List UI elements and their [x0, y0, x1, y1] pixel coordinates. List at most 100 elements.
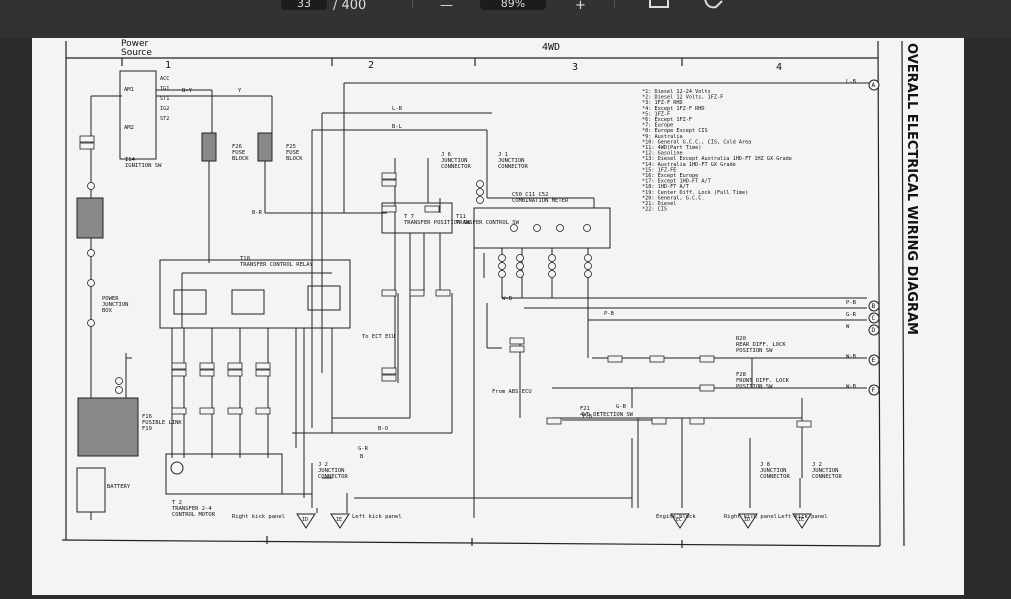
wire-color-label: L-B — [392, 106, 403, 112]
page-number-input[interactable]: 33 — [281, 0, 327, 10]
connector — [227, 369, 243, 377]
connector — [651, 417, 667, 425]
connector — [171, 369, 187, 377]
save-icon[interactable] — [648, 0, 669, 8]
edge-wire-label: G-R — [846, 312, 857, 318]
connector — [199, 407, 215, 415]
legend-entry: *11: 4WD(Part Time) — [642, 145, 701, 151]
terminal — [516, 254, 524, 262]
connector — [424, 205, 440, 213]
connector — [171, 362, 187, 370]
rotate-icon[interactable] — [702, 0, 723, 9]
connector — [227, 362, 243, 370]
header-4wd: 4WD — [542, 42, 560, 53]
connector — [79, 142, 95, 150]
terminal — [87, 182, 95, 190]
terminal — [87, 279, 95, 287]
legend-entry: *5: 1FZ-F — [642, 111, 670, 117]
connector — [435, 289, 451, 297]
page-total: / 400 — [333, 0, 367, 13]
legend-entry: *8: Europe Except CIS — [642, 128, 708, 134]
ignition-terminal-label: IG1 — [160, 86, 169, 92]
connector — [409, 289, 425, 297]
diagram-title: OVERALL ELECTRICAL WIRING DIAGRAM — [904, 43, 919, 335]
wire-color-label: W-B — [502, 296, 513, 302]
wire-color-label: B-L — [392, 124, 403, 130]
column-1-label: 1 — [165, 60, 171, 71]
ground-id: IE — [798, 517, 804, 523]
connector — [699, 384, 715, 392]
ground-id: ID — [744, 517, 750, 523]
ground-symbol — [670, 513, 690, 529]
edge-reference-label: F — [872, 387, 876, 394]
ignition-terminal-label: ST2 — [160, 116, 169, 122]
edge-wire-label: W-B — [846, 354, 857, 360]
ignition-terminal-label: ST1 — [160, 96, 169, 102]
edge-reference-circle — [868, 324, 880, 336]
terminal — [87, 249, 95, 257]
ignition-terminal-label: IG2 — [160, 106, 169, 112]
ground-location-label: Left kick panel — [352, 514, 402, 520]
ignition-terminal-label: ACC — [160, 76, 169, 82]
legend-entry: *16: Except Europe — [642, 173, 698, 179]
legend-entry: *15: 1FZ-FE — [642, 167, 676, 173]
legend-entry: *22: CIS — [642, 207, 667, 213]
legend-entry: *6: Except 1FZ-F — [642, 117, 692, 123]
ground-id: IE — [336, 517, 342, 523]
legend: *1: Diesel 12-24 Volts*2: Diesel 12 Volt… — [642, 89, 792, 213]
ground-symbol — [738, 513, 758, 529]
legend-entry: *18: 1HD-FT A/T — [642, 184, 689, 190]
label-to-ecu: To ECT ECU — [362, 334, 395, 340]
column-3-label: 3 — [572, 62, 578, 73]
ground-symbol — [792, 513, 812, 529]
toolbar-divider — [614, 0, 615, 8]
connector — [796, 420, 812, 428]
ground-location-label: Left kick panel — [778, 514, 828, 520]
ground-id: EC — [676, 517, 682, 523]
edge-reference-label: A — [872, 82, 876, 89]
legend-entry: *10: General G.C.C., CIS, Cold Area — [642, 139, 751, 145]
zoom-level-input[interactable]: 89% — [480, 0, 546, 10]
terminal — [115, 386, 123, 394]
legend-entry: *12: Gasoline — [642, 151, 683, 157]
edge-reference-circle — [868, 312, 880, 324]
toolbar-divider — [412, 0, 413, 8]
connector — [381, 179, 397, 187]
label-from-abs: From ABS ECU — [492, 389, 532, 395]
terminal — [476, 188, 484, 196]
connector — [255, 362, 271, 370]
edge-wire-label: P-B — [846, 300, 857, 306]
zoom-in-button[interactable]: + — [575, 0, 586, 13]
terminal — [584, 270, 592, 278]
wire-color-label: B — [360, 454, 364, 460]
terminal — [476, 180, 484, 188]
legend-entry: *1: Diesel 12-24 Volts — [642, 89, 711, 95]
connector — [199, 362, 215, 370]
connector — [607, 355, 623, 363]
terminal — [115, 377, 123, 385]
terminal — [476, 196, 484, 204]
terminal — [498, 254, 506, 262]
terminal — [556, 224, 564, 232]
terminal — [533, 224, 541, 232]
edge-reference-label: C — [872, 315, 876, 322]
connector — [199, 369, 215, 377]
ground-location-label: Engine block — [656, 514, 696, 520]
ground-id: ID — [302, 517, 308, 523]
connector — [255, 369, 271, 377]
edge-reference-circle — [868, 300, 880, 312]
legend-entry: *14: Australia 1HD-FT GX Grade — [642, 162, 736, 168]
legend-entry: *2: Diesel 12 Volts, 1FZ-F — [642, 95, 723, 101]
zoom-out-button[interactable]: — — [440, 0, 453, 13]
legend-entry: *9: Australia — [642, 134, 683, 140]
